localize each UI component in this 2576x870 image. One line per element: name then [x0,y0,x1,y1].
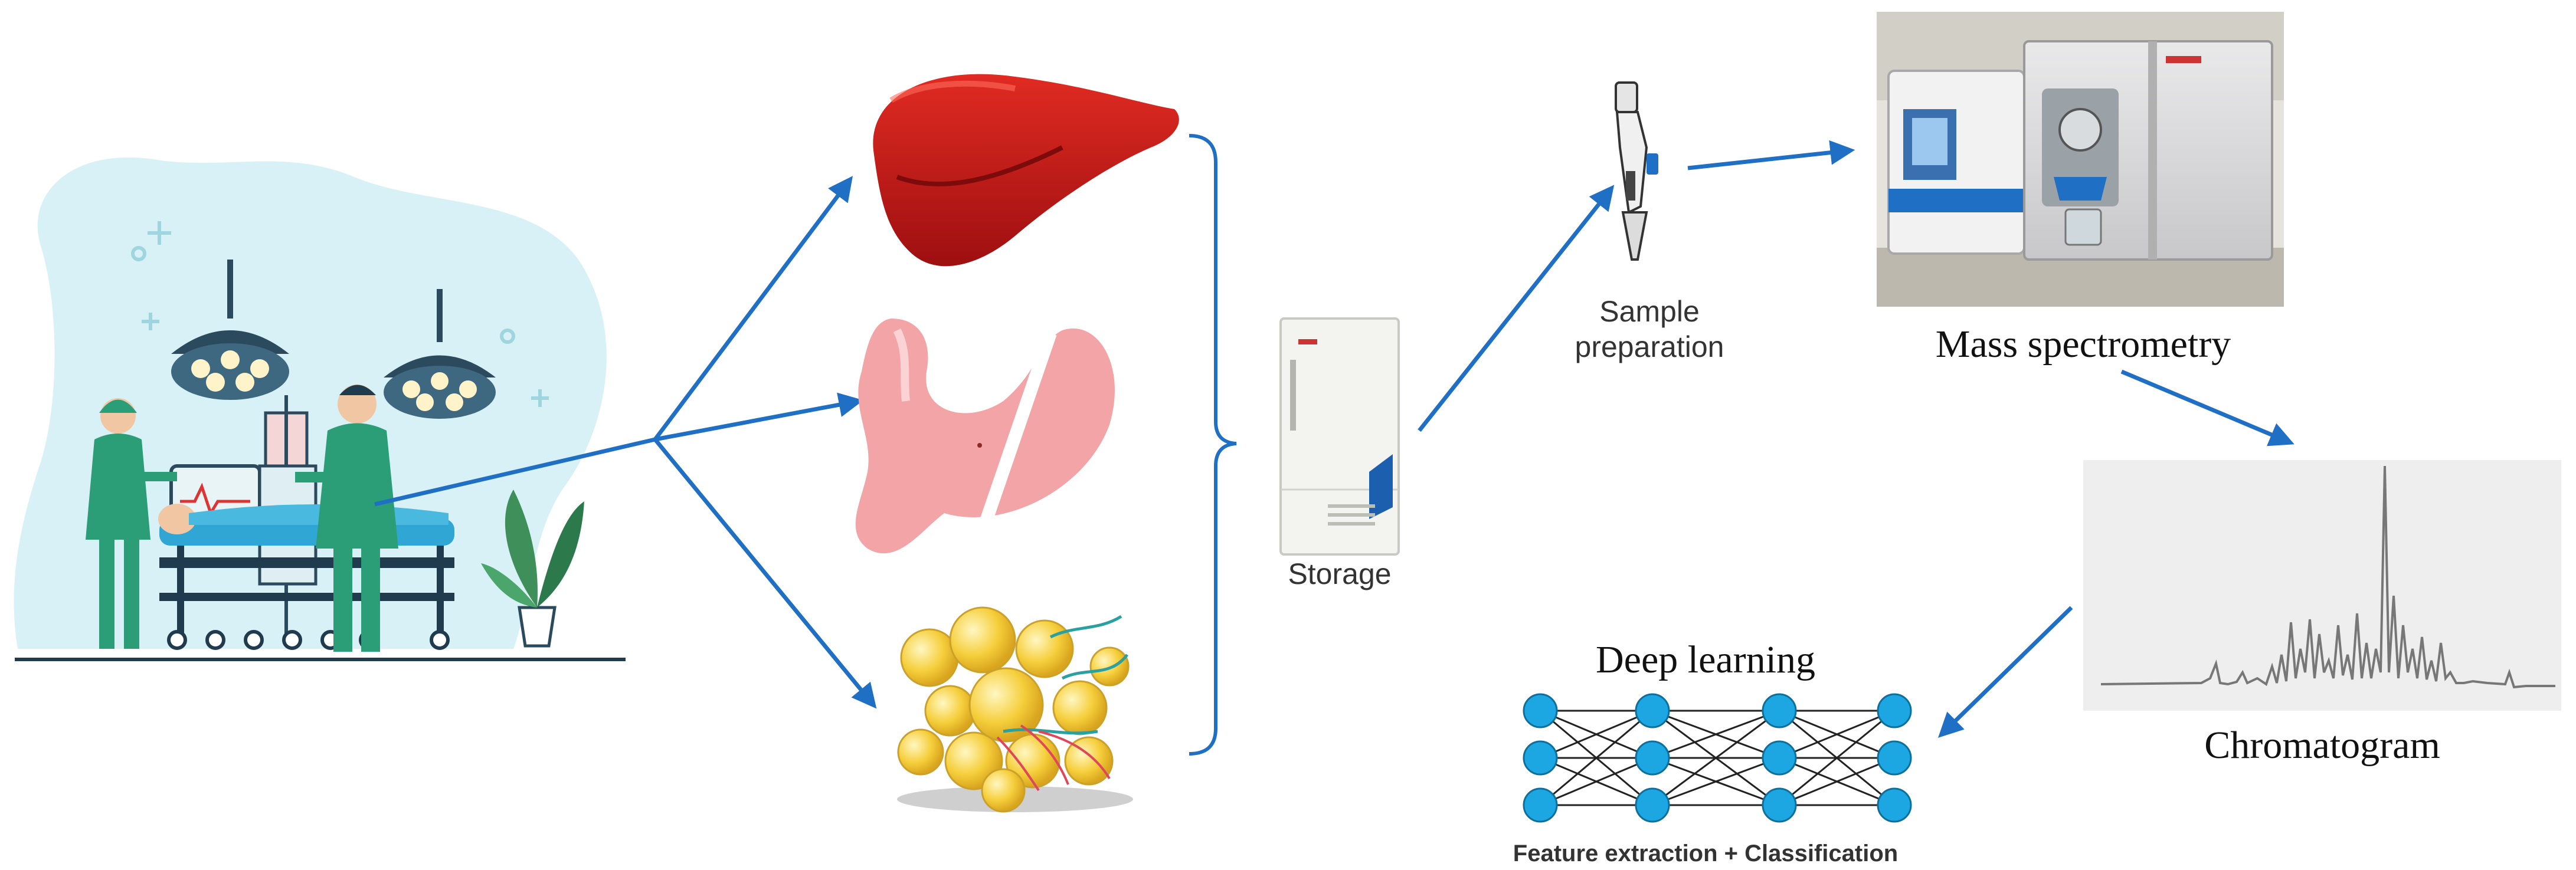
network-edge [1779,710,1895,759]
arrows-to-tissues [374,176,877,709]
surgeon-figure-left [86,398,177,649]
svg-text:Feature extraction + Classific: Feature extraction + Classification [1513,841,1898,866]
network-node [1762,693,1797,728]
svg-text:Chromatogram: Chromatogram [2204,724,2440,767]
network-edge [1652,710,1780,759]
chromatogram-plot [2083,460,2561,711]
arrow-ms-to-chromatogram [2120,369,2294,447]
network-edge [1779,710,1895,806]
network-edge [1652,710,1780,806]
arrow-sample-to-ms [1687,140,1855,170]
network-edge [1540,710,1653,806]
network-node [1762,740,1797,776]
surgical-light-left [171,260,289,400]
plant-icon [481,490,584,648]
svg-text:Deep learning: Deep learning [1596,638,1815,681]
pipette-icon [1615,81,1658,261]
network-node [1877,740,1912,776]
liver-icon [873,74,1179,267]
network-node [1762,787,1797,823]
grouping-bracket [1189,134,1237,756]
svg-text:Mass spectrometry: Mass spectrometry [1936,323,2231,366]
svg-text:preparation: preparation [1575,330,1724,363]
surgical-light-right [384,289,496,419]
stomach-icon [855,319,1115,554]
deep-learning-label: Deep learning [1596,638,1815,681]
arrow-storage-to-sample [1418,185,1615,432]
svg-text:Sample: Sample [1599,295,1700,328]
network-node [1877,693,1912,728]
freezer-icon [1279,317,1400,556]
operating-room-illustration [14,157,626,661]
chromatogram-label: Chromatogram [2204,724,2440,767]
mass-spectrometer-photo [1877,12,2284,307]
network-edge [1652,757,1780,806]
network-node [1523,740,1558,776]
network-node [1635,693,1670,728]
network-node [1523,787,1558,823]
network-edge [1540,710,1653,759]
network-node [1635,740,1670,776]
network-edge [1540,757,1653,806]
surgeon-figure-right [295,385,398,652]
network-edge [1779,757,1895,806]
network-node [1877,787,1912,823]
storage-label: Storage [1288,557,1391,590]
network-node [1523,693,1558,728]
neural-network-icon [1523,693,1912,823]
network-node [1635,787,1670,823]
arrow-chromatogram-to-network [1937,606,2073,738]
svg-text:Storage: Storage [1288,557,1391,590]
sample-preparation-label: Sample preparation [1575,295,1724,363]
mass-spectrometry-label: Mass spectrometry [1936,323,2231,366]
adipose-tissue-icon [897,606,1133,813]
feature-extraction-label: Feature extraction + Classification [1513,841,1898,866]
